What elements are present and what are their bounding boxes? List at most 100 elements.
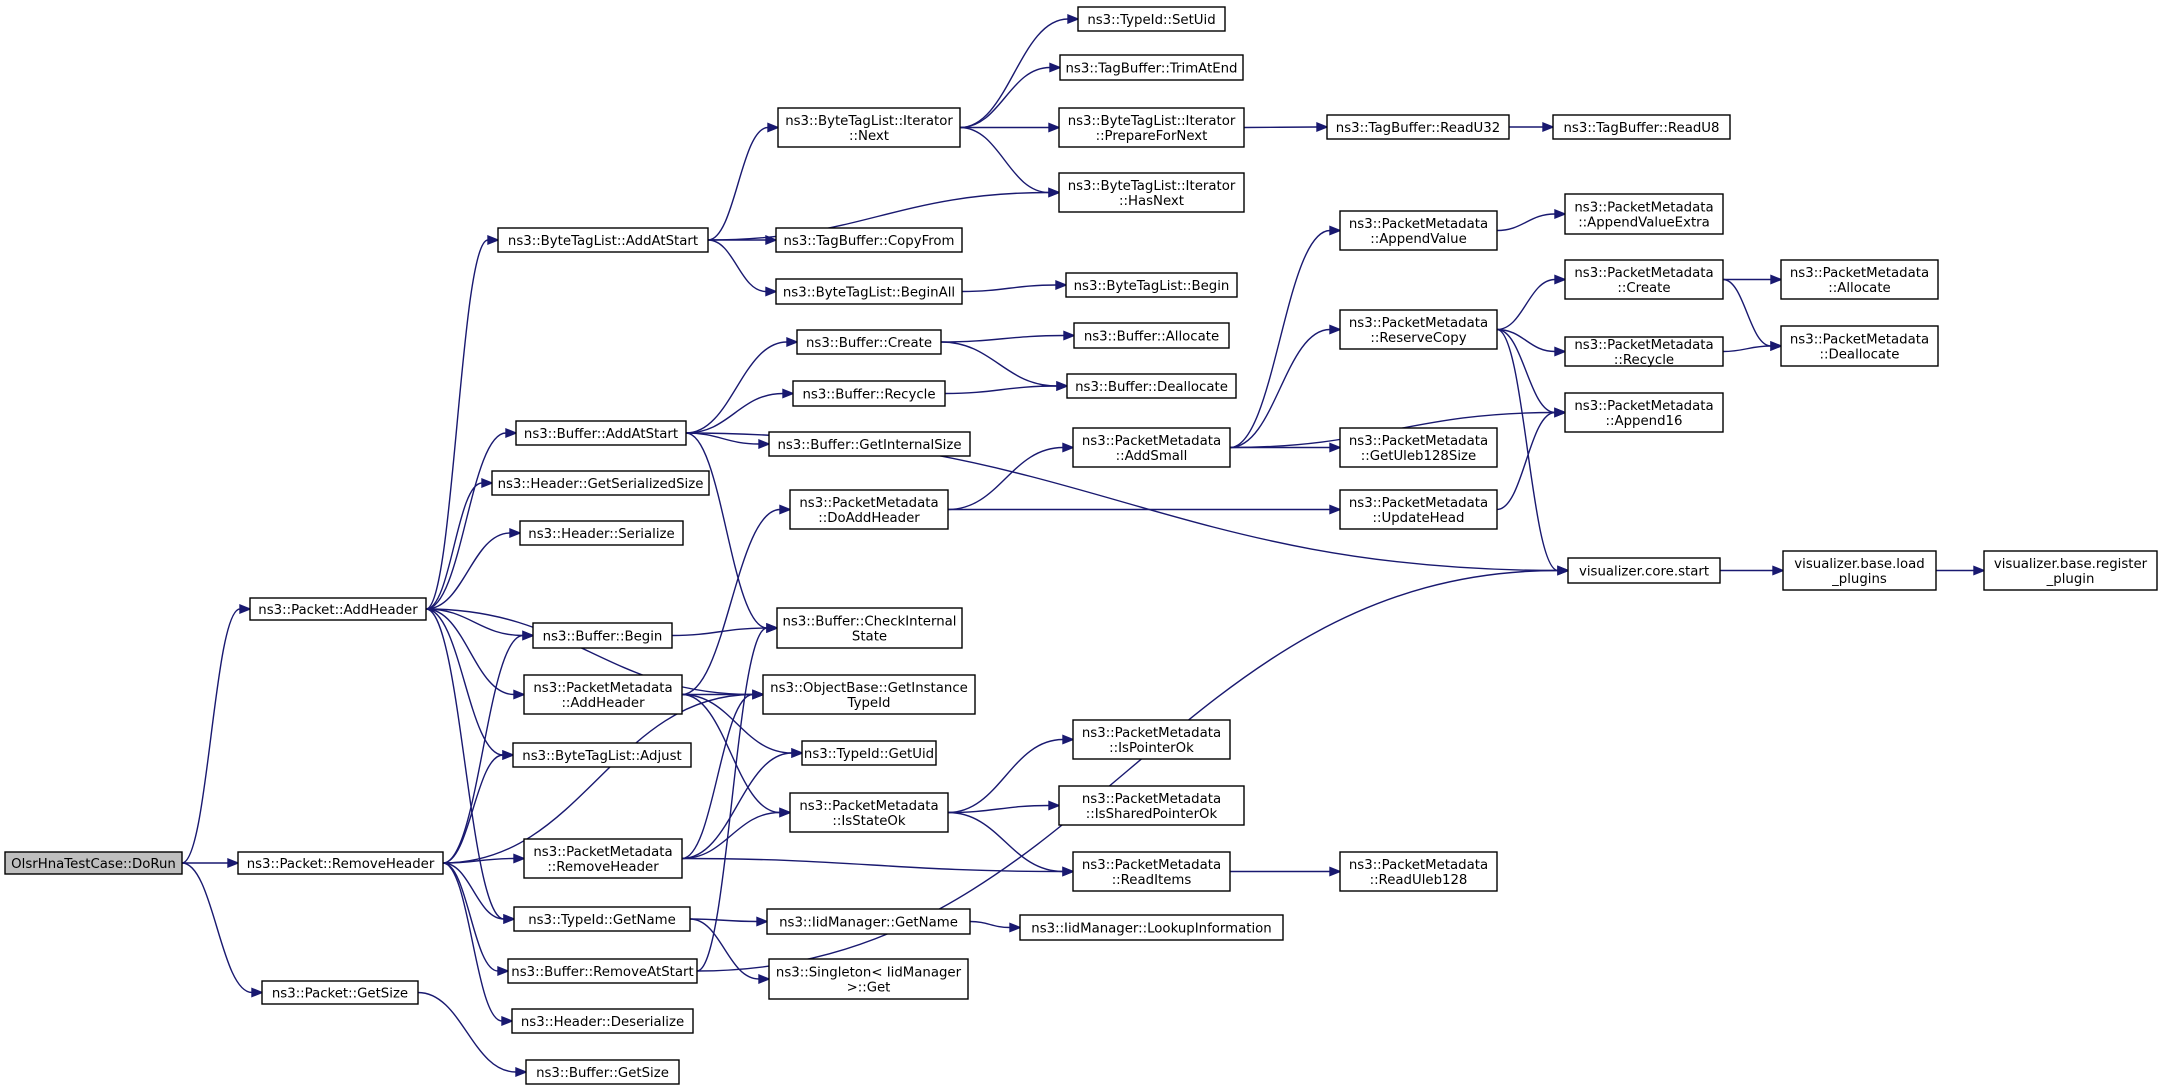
node-olsrhnatestcase-dorun[interactable]: OlsrHnaTestCase::DoRun bbox=[4, 851, 183, 875]
node-ns3-buffer-getinternalsize[interactable]: ns3::Buffer::GetInternalSize bbox=[768, 431, 971, 457]
edge-line bbox=[696, 569, 1559, 972]
node-ns3-packet-addheader[interactable]: ns3::Packet::AddHeader bbox=[249, 597, 427, 621]
edge-n16-to-n32 bbox=[959, 126, 1061, 198]
node-label: ns3::PacketMetadata bbox=[1349, 858, 1488, 873]
node-visualizer-base-register-plugin[interactable]: visualizer.base.register_plugin bbox=[1983, 550, 2158, 591]
node-ns3-tagbuffer-readu32[interactable]: ns3::TagBuffer::ReadU32 bbox=[1326, 114, 1510, 140]
node-ns3-packetmetadata-reservecopy[interactable]: ns3::PacketMetadata::ReserveCopy bbox=[1339, 309, 1498, 350]
node-ns3-typeid-getuid[interactable]: ns3::TypeId::GetUid bbox=[801, 740, 937, 766]
node-ns3-singleton-iidmanager-get[interactable]: ns3::Singleton< IidManager>::Get bbox=[768, 958, 969, 1000]
node-ns3-packetmetadata-addsmall[interactable]: ns3::PacketMetadata::AddSmall bbox=[1072, 427, 1231, 468]
node-ns3-tagbuffer-copyfrom[interactable]: ns3::TagBuffer::CopyFrom bbox=[775, 227, 963, 253]
node-ns3-packetmetadata-create[interactable]: ns3::PacketMetadata::Create bbox=[1564, 259, 1724, 300]
node-ns3-packetmetadata-deallocate[interactable]: ns3::PacketMetadata::Deallocate bbox=[1780, 325, 1939, 367]
node-ns3-typeid-getname[interactable]: ns3::TypeId::GetName bbox=[513, 906, 691, 932]
edge-n1-to-n10 bbox=[425, 608, 515, 761]
node-ns3-buffer-addatstart[interactable]: ns3::Buffer::AddAtStart bbox=[515, 420, 687, 446]
node-ns3-header-getserializedsize[interactable]: ns3::Header::GetSerializedSize bbox=[491, 470, 710, 496]
node-ns3-packetmetadata-ispointerok[interactable]: ns3::PacketMetadata::IsPointerOk bbox=[1072, 719, 1231, 760]
function-nodes: OlsrHnaTestCase::DoRun ns3::Packet::AddHe… bbox=[4, 6, 2158, 1085]
node-ns3-packetmetadata-readitems[interactable]: ns3::PacketMetadata::ReadItems bbox=[1072, 851, 1231, 892]
node-ns3-packetmetadata-removeheader[interactable]: ns3::PacketMetadata::RemoveHeader bbox=[523, 838, 683, 879]
edge-line bbox=[681, 693, 793, 754]
node-ns3-bytetaglist-iterator-hasnext[interactable]: ns3::ByteTagList::Iterator::HasNext bbox=[1058, 172, 1245, 213]
edge-n12-to-n27 bbox=[689, 916, 769, 927]
node-ns3-packetmetadata-addheader[interactable]: ns3::PacketMetadata::AddHeader bbox=[523, 674, 683, 715]
node-ns3-bytetaglist-iterator-next[interactable]: ns3::ByteTagList::Iterator::Next bbox=[777, 107, 961, 148]
edge-arrowhead bbox=[1554, 407, 1567, 418]
edge-n26-to-n39 bbox=[947, 811, 1075, 877]
node-ns3-packetmetadata-getuleb128size[interactable]: ns3::PacketMetadata::GetUleb128Size bbox=[1339, 427, 1498, 468]
node-ns3-iidmanager-getname[interactable]: ns3::IidManager::GetName bbox=[766, 908, 971, 935]
edge-line bbox=[1722, 278, 1772, 347]
node-label: ns3::PacketMetadata bbox=[799, 799, 938, 814]
node-ns3-bytetaglist-begin[interactable]: ns3::ByteTagList::Begin bbox=[1065, 272, 1238, 298]
node-ns3-packetmetadata-recycle[interactable]: ns3::PacketMetadata::Recycle bbox=[1564, 336, 1724, 368]
node-ns3-buffer-removeatstart[interactable]: ns3::Buffer::RemoveAtStart bbox=[507, 958, 698, 984]
edge-n0-to-n1 bbox=[181, 603, 252, 864]
node-box bbox=[775, 227, 963, 253]
node-ns3-buffer-create[interactable]: ns3::Buffer::Create bbox=[796, 329, 942, 355]
node-ns3-packetmetadata-readuleb128[interactable]: ns3::PacketMetadata::ReadUleb128 bbox=[1339, 851, 1498, 892]
edge-arrowhead bbox=[1329, 866, 1342, 877]
edge-line bbox=[425, 482, 483, 610]
node-box bbox=[519, 520, 684, 546]
edge-arrowhead bbox=[1329, 324, 1342, 335]
node-ns3-buffer-deallocate[interactable]: ns3::Buffer::Deallocate bbox=[1066, 373, 1237, 399]
node-label: ns3::Packet::RemoveHeader bbox=[247, 857, 435, 872]
node-ns3-packetmetadata-issharedpointerok[interactable]: ns3::PacketMetadata::IsSharedPointerOk bbox=[1058, 785, 1245, 826]
node-label: ::HasNext bbox=[1119, 194, 1184, 209]
node-ns3-packetmetadata-updatehead[interactable]: ns3::PacketMetadata::UpdateHead bbox=[1339, 489, 1498, 530]
edge-line bbox=[1229, 229, 1331, 449]
edge-n50-to-n54 bbox=[1722, 340, 1783, 353]
node-box bbox=[515, 420, 687, 446]
node-ns3-packet-getsize[interactable]: ns3::Packet::GetSize bbox=[261, 980, 419, 1005]
edge-arrowhead bbox=[1048, 122, 1061, 133]
edge-line bbox=[181, 862, 253, 994]
node-ns3-bytetaglist-adjust[interactable]: ns3::ByteTagList::Adjust bbox=[512, 742, 692, 768]
node-label: ns3::ByteTagList::Iterator bbox=[785, 114, 953, 129]
node-box bbox=[1782, 550, 1937, 591]
node-visualizer-base-load-plugins[interactable]: visualizer.base.load_plugins bbox=[1782, 550, 1937, 591]
node-ns3-packetmetadata-isstateok[interactable]: ns3::PacketMetadata::IsStateOk bbox=[789, 792, 949, 833]
node-label: ns3::IidManager::GetName bbox=[779, 916, 958, 931]
node-ns3-packetmetadata-doaddheader[interactable]: ns3::PacketMetadata::DoAddHeader bbox=[789, 489, 949, 530]
node-ns3-bytetaglist-beginall[interactable]: ns3::ByteTagList::BeginAll bbox=[775, 278, 963, 305]
node-ns3-header-deserialize[interactable]: ns3::Header::Deserialize bbox=[511, 1008, 694, 1034]
node-label: ns3::Buffer::GetSize bbox=[536, 1066, 669, 1081]
edge-line bbox=[689, 918, 758, 923]
edge-n5-to-n20 bbox=[685, 388, 795, 434]
node-label: ns3::PacketMetadata bbox=[1574, 399, 1713, 414]
edge-line bbox=[685, 392, 784, 434]
node-label: ns3::PacketMetadata bbox=[799, 496, 938, 511]
edge-n11-to-n26 bbox=[681, 807, 792, 860]
edge-n31-to-n41 bbox=[1243, 121, 1329, 133]
node-ns3-buffer-getsize[interactable]: ns3::Buffer::GetSize bbox=[525, 1059, 680, 1085]
node-ns3-buffer-recycle[interactable]: ns3::Buffer::Recycle bbox=[792, 380, 946, 407]
node-label: ns3::ByteTagList::Begin bbox=[1074, 279, 1230, 294]
node-ns3-packetmetadata-appendvalueextra[interactable]: ns3::PacketMetadata::AppendValueExtra bbox=[1564, 193, 1724, 235]
edge-line bbox=[969, 920, 1011, 929]
node-ns3-bytetaglist-iterator-preparefornext[interactable]: ns3::ByteTagList::Iterator::PrepareForNe… bbox=[1058, 107, 1245, 148]
node-ns3-header-serialize[interactable]: ns3::Header::Serialize bbox=[519, 520, 684, 546]
node-ns3-packetmetadata-append16[interactable]: ns3::PacketMetadata::Append16 bbox=[1564, 392, 1724, 433]
node-visualizer-core-start[interactable]: visualizer.core.start bbox=[1567, 557, 1721, 584]
node-ns3-tagbuffer-readu8[interactable]: ns3::TagBuffer::ReadU8 bbox=[1552, 114, 1731, 140]
edge-n4-to-n18 bbox=[707, 239, 778, 297]
node-ns3-tagbuffer-trimatend[interactable]: ns3::TagBuffer::TrimAtEnd bbox=[1059, 54, 1244, 81]
edge-n2-to-n14 bbox=[442, 862, 514, 1027]
edge-line bbox=[947, 446, 1064, 511]
node-ns3-buffer-begin[interactable]: ns3::Buffer::Begin bbox=[532, 622, 673, 649]
node-ns3-iidmanager-lookupinformation[interactable]: ns3::IidManager::LookupInformation bbox=[1019, 914, 1284, 941]
node-label: ns3::PacketMetadata bbox=[1574, 201, 1713, 216]
edge-arrowhead bbox=[1048, 800, 1061, 811]
node-ns3-packet-removeheader[interactable]: ns3::Packet::RemoveHeader bbox=[237, 851, 444, 875]
node-ns3-bytetaglist-addatstart[interactable]: ns3::ByteTagList::AddAtStart bbox=[497, 227, 709, 253]
edge-n5-to-n19 bbox=[685, 336, 799, 434]
node-ns3-buffer-allocate[interactable]: ns3::Buffer::Allocate bbox=[1073, 322, 1230, 349]
node-ns3-packetmetadata-appendvalue[interactable]: ns3::PacketMetadata::AppendValue bbox=[1339, 210, 1498, 251]
node-ns3-packetmetadata-allocate[interactable]: ns3::PacketMetadata::Allocate bbox=[1780, 259, 1939, 300]
node-ns3-typeid-setuid[interactable]: ns3::TypeId::SetUid bbox=[1077, 6, 1226, 32]
